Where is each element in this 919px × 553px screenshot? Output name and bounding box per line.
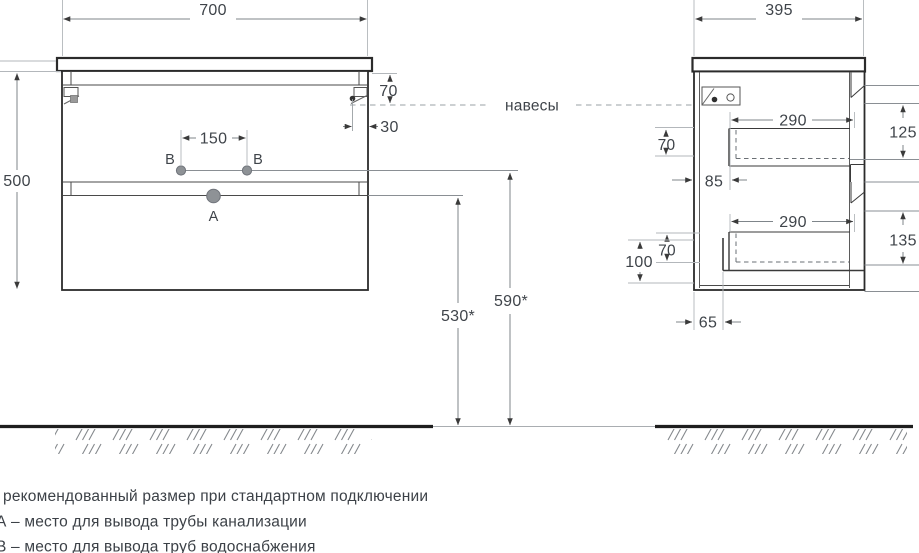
dim-drawer2-length-label: 290 [779, 214, 807, 231]
dim-floor-to-supply: 590* [494, 172, 528, 426]
hole-a [206, 188, 221, 204]
dim-hanger-side-offset-label: 30 [380, 119, 398, 136]
hole-b-left-label: B [165, 152, 175, 168]
dim-drawer2-height: 70 [656, 232, 700, 263]
side-countertop [691, 56, 867, 73]
hole-b-right [241, 165, 253, 176]
dim-front-height: 500 [0, 60, 61, 289]
front-top-rail [63, 71, 367, 86]
hanger-bracket-left-icon [63, 87, 80, 105]
dim-front-width-label: 700 [199, 2, 227, 19]
hanger-bracket-side-icon [701, 86, 741, 106]
dim-drawer2-length: 290 [729, 214, 855, 232]
dim-side-depth: 395 [693, 0, 864, 56]
dim-drawer2-front: 135 [889, 212, 917, 264]
side-carcass-inner [699, 72, 850, 288]
drawer-1-side [728, 72, 919, 167]
front-carcass [61, 70, 369, 291]
floor-hatch-right [659, 429, 907, 454]
dim-front-height-label: 500 [3, 173, 31, 190]
legend-note-a: А – место для вывода трубы канализации [0, 514, 307, 531]
dim-hanger-top-offset-label: 70 [379, 83, 397, 100]
legend-note-b: В – место для вывода труб водоснабжения [0, 539, 316, 553]
dim-hanger-top-offset: 70 [372, 73, 397, 104]
dim-floor-to-siphon: 530* [441, 197, 475, 426]
legend: рекомендованный размер при стандартном п… [0, 488, 428, 553]
hole-b-right-label: B [253, 152, 263, 168]
dim-floor-to-siphon-label: 530* [441, 308, 475, 325]
dim-drawer1-length: 290 [729, 112, 855, 190]
hole-a-label: A [209, 209, 219, 225]
dim-drawer1-height: 70 [655, 127, 694, 157]
hanger-bracket-right-icon [349, 87, 368, 131]
legend-asterisk-note: рекомендованный размер при стандартном п… [3, 488, 428, 505]
hanger-screw-point [349, 95, 356, 102]
hole-b-left [175, 165, 187, 176]
dim-recess-offset-label: 65 [699, 315, 717, 332]
dim-drawer1-height-label: 70 [658, 137, 676, 154]
dim-holes-spacing: 150 [180, 130, 248, 166]
dim-drawer2-front-label: 135 [889, 233, 917, 250]
floor-hatch-left [55, 429, 372, 454]
dim-drawer1-front: 125 [889, 105, 917, 158]
dim-drawer2-height-label: 70 [658, 243, 676, 260]
dim-front-width: 700 [62, 0, 368, 56]
front-view: B B A 700 500 70 30 [0, 0, 699, 426]
dim-holes-spacing-label: 150 [200, 131, 228, 148]
dim-drawer1-front-label: 125 [889, 125, 917, 142]
dim-back-height-label: 100 [625, 254, 653, 271]
floor [0, 424, 913, 454]
dim-back-offset-label: 85 [705, 174, 723, 191]
dim-floor-to-supply-label: 590* [494, 293, 528, 310]
dim-hanger-side-offset: 30 [343, 119, 398, 136]
dim-side-depth-label: 395 [765, 2, 793, 19]
drawer-2-side [722, 164, 919, 292]
front-countertop [55, 56, 374, 73]
side-view: 395 290 125 70 85 [625, 0, 919, 332]
dim-back-offset: 85 [672, 174, 747, 191]
hangers-note-label: навесы [505, 98, 559, 115]
dim-back-height: 100 [625, 239, 694, 284]
hangers-level: навесы [350, 98, 699, 115]
dim-recess-offset: 65 [676, 272, 741, 332]
dim-drawer1-length-label: 290 [779, 113, 807, 130]
